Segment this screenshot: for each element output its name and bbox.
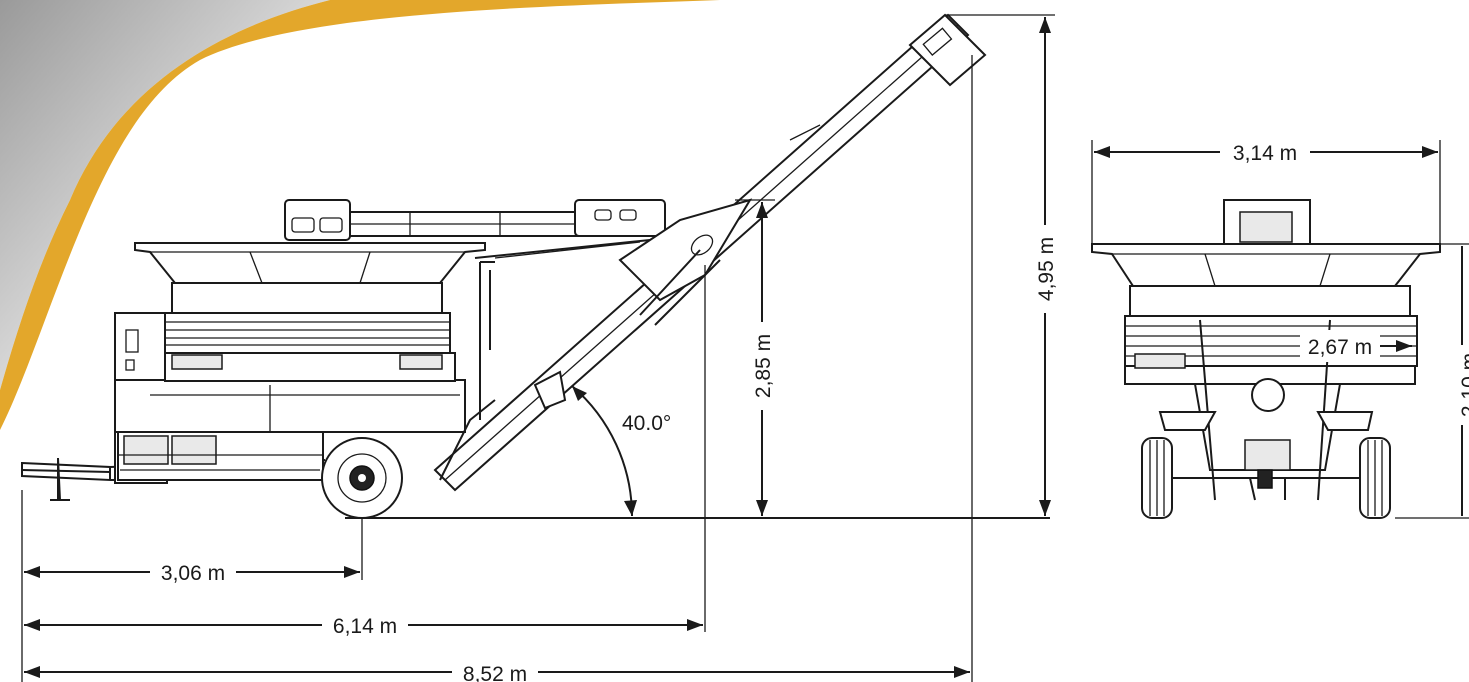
hopper-ribs [164, 312, 451, 354]
jack-stand [50, 457, 70, 501]
dim-overall-length: 8,52 m [24, 660, 970, 682]
dim-wheel-to-hitch: 3,06 m [24, 558, 360, 586]
hopper-body [171, 282, 443, 314]
dim-overall-height: 4,95 m [1030, 17, 1060, 516]
dim-discharge-height: 2,85 m [747, 202, 777, 516]
label-discharge-height: 2,85 m [752, 334, 775, 398]
side-dimensions: 3,06 m 6,14 m 8,52 m 4,95 m [21, 14, 1060, 682]
dim-overall-width: 3,14 m [1094, 138, 1438, 166]
support-frame [474, 239, 651, 420]
front-view-machine [1091, 199, 1441, 519]
dim-auger-angle: 40.0° [571, 385, 671, 517]
auger-discharge-head [908, 13, 987, 87]
front-hopper [1091, 243, 1441, 287]
corner-decoration [0, 0, 720, 430]
label-hopper-width: 2,67 m [1308, 336, 1372, 359]
top-auger-head [284, 199, 351, 241]
dim-discharge-reach: 6,14 m [24, 611, 703, 639]
dim-side-height: 2,10 m [1395, 243, 1469, 519]
auger-drive-housing [618, 198, 753, 302]
label-auger-angle: 40.0° [622, 412, 671, 435]
side-view-machine [21, 13, 1050, 519]
hopper-top [134, 242, 486, 284]
dim-hopper-width: 2,67 m [1300, 330, 1412, 362]
label-discharge-reach: 6,14 m [333, 615, 397, 638]
label-overall-width: 3,14 m [1233, 142, 1297, 165]
label-side-height: 2,10 m [1458, 353, 1469, 417]
label-overall-height: 4,95 m [1035, 237, 1058, 301]
label-wheel-to-hitch: 3,06 m [161, 562, 225, 585]
front-dimensions: 3,14 m 2,67 m 2,10 m [1091, 138, 1469, 519]
label-overall-length: 8,52 m [463, 663, 527, 682]
frame-body [114, 379, 466, 433]
front-axle-frame [1193, 383, 1342, 471]
